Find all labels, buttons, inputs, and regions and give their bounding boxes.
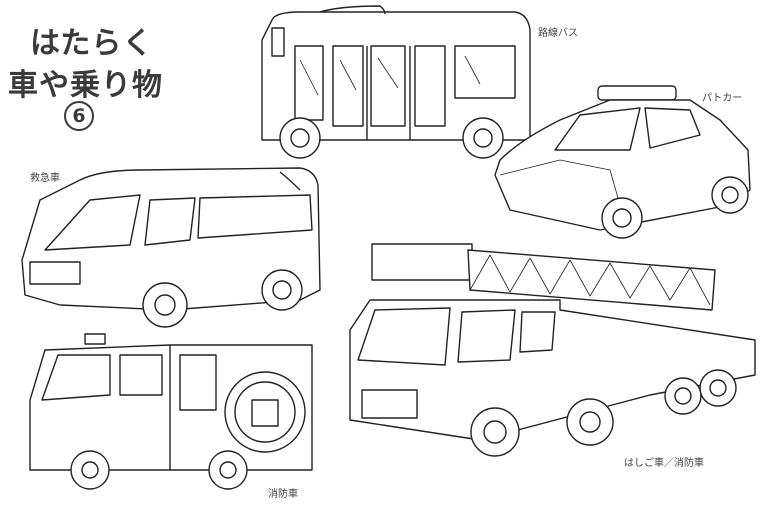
page-number-badge: 6 bbox=[64, 101, 94, 131]
bus-drawing bbox=[261, 5, 531, 159]
label-ambulance: 救急車 bbox=[30, 173, 60, 184]
label-fire-engine: 消防車 bbox=[268, 489, 298, 500]
ladder-truck-drawing bbox=[349, 243, 756, 457]
ambulance-drawing bbox=[21, 167, 321, 328]
label-bus: 路線バス bbox=[538, 28, 578, 39]
page-subtitle: 車や乗り物 bbox=[8, 68, 163, 103]
police-car-drawing bbox=[494, 85, 751, 239]
page-title: はたらく bbox=[30, 26, 154, 61]
label-ladder-truck: はしご車／消防車 bbox=[624, 458, 704, 469]
label-police-car: パトカー bbox=[702, 93, 743, 104]
fire-engine-drawing bbox=[29, 333, 313, 490]
